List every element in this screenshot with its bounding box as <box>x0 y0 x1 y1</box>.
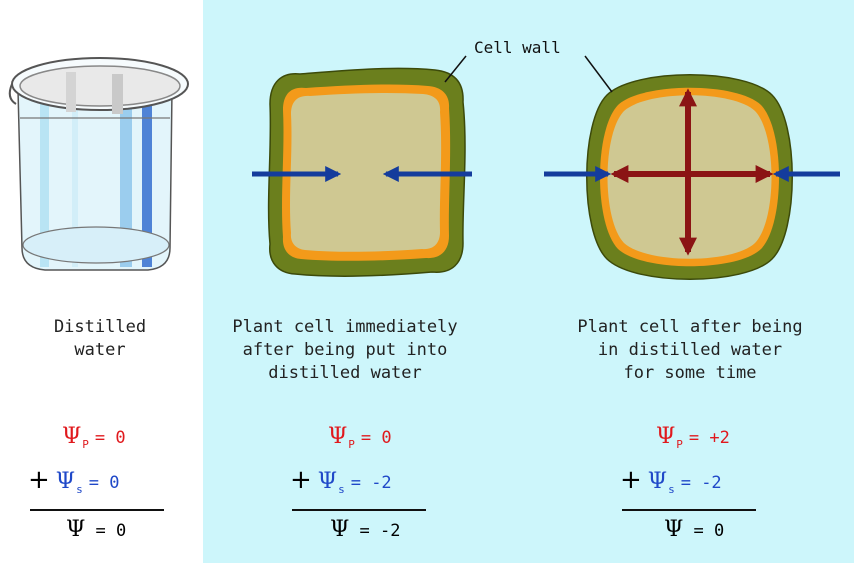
pressure-subscript: P <box>348 438 355 451</box>
psi-symbol: Ψ <box>647 469 668 494</box>
cell2-water-potential: Ψ = 0 <box>664 516 724 544</box>
psi-symbol: Ψ <box>328 424 348 449</box>
beaker-stripe <box>120 92 132 267</box>
plant-cell-initial <box>252 67 472 277</box>
psi-symbol: Ψ <box>55 469 76 494</box>
psi-symbol: Ψ <box>664 517 684 542</box>
sum-line <box>622 509 756 511</box>
plus-sign: + <box>620 465 642 495</box>
cell-wall-pointer <box>444 55 467 83</box>
solute-subscript: s <box>76 483 83 496</box>
water-potential-value: = -2 <box>359 521 401 541</box>
pressure-subscript: P <box>676 438 683 451</box>
beaker-stripe <box>142 92 152 267</box>
cell-wall-label: Cell wall <box>474 38 561 57</box>
beaker-icon <box>8 57 189 271</box>
sum-line <box>30 509 164 511</box>
solute-value: = -2 <box>680 473 722 493</box>
cell2-caption: Plant cell after being in distilled wate… <box>577 317 803 383</box>
cell1-water-potential: Ψ = -2 <box>330 516 401 544</box>
psi-symbol: Ψ <box>330 517 350 542</box>
sum-line <box>292 509 426 511</box>
water-potential-value: = 0 <box>693 521 725 541</box>
beaker-pressure-potential: ΨP = 0 <box>62 423 126 451</box>
psi-symbol: Ψ <box>66 517 86 542</box>
pressure-subscript: P <box>82 438 89 451</box>
solute-value: = 0 <box>88 473 120 493</box>
cell2-solute-potential: +Ψs = -2 <box>620 465 722 496</box>
cell1-pressure-potential: ΨP = 0 <box>328 423 392 451</box>
psi-symbol: Ψ <box>62 424 82 449</box>
cytoplasm <box>290 92 442 252</box>
plus-sign: + <box>290 465 312 495</box>
solute-subscript: s <box>338 483 345 496</box>
plus-sign: + <box>28 465 50 495</box>
beaker-solute-potential: +Ψs = 0 <box>28 465 120 496</box>
water-potential-value: = 0 <box>95 521 127 541</box>
pressure-value: = +2 <box>688 428 730 448</box>
solute-value: = -2 <box>350 473 392 493</box>
plant-cell-turgid <box>544 74 840 280</box>
psi-symbol: Ψ <box>317 469 338 494</box>
cell1-solute-potential: +Ψs = -2 <box>290 465 392 496</box>
psi-symbol: Ψ <box>656 424 676 449</box>
pressure-value: = 0 <box>94 428 126 448</box>
cell1-caption: Plant cell immediately after being put i… <box>232 317 458 383</box>
cell-wall-pointer <box>584 55 613 93</box>
solute-subscript: s <box>668 483 675 496</box>
pressure-value: = 0 <box>360 428 392 448</box>
beaker-water-potential: Ψ = 0 <box>66 516 126 544</box>
cell2-pressure-potential: ΨP = +2 <box>656 423 730 451</box>
beaker-caption: Distilled water <box>53 317 147 360</box>
beaker-stripe <box>72 92 78 267</box>
beaker-stripe <box>40 92 49 267</box>
